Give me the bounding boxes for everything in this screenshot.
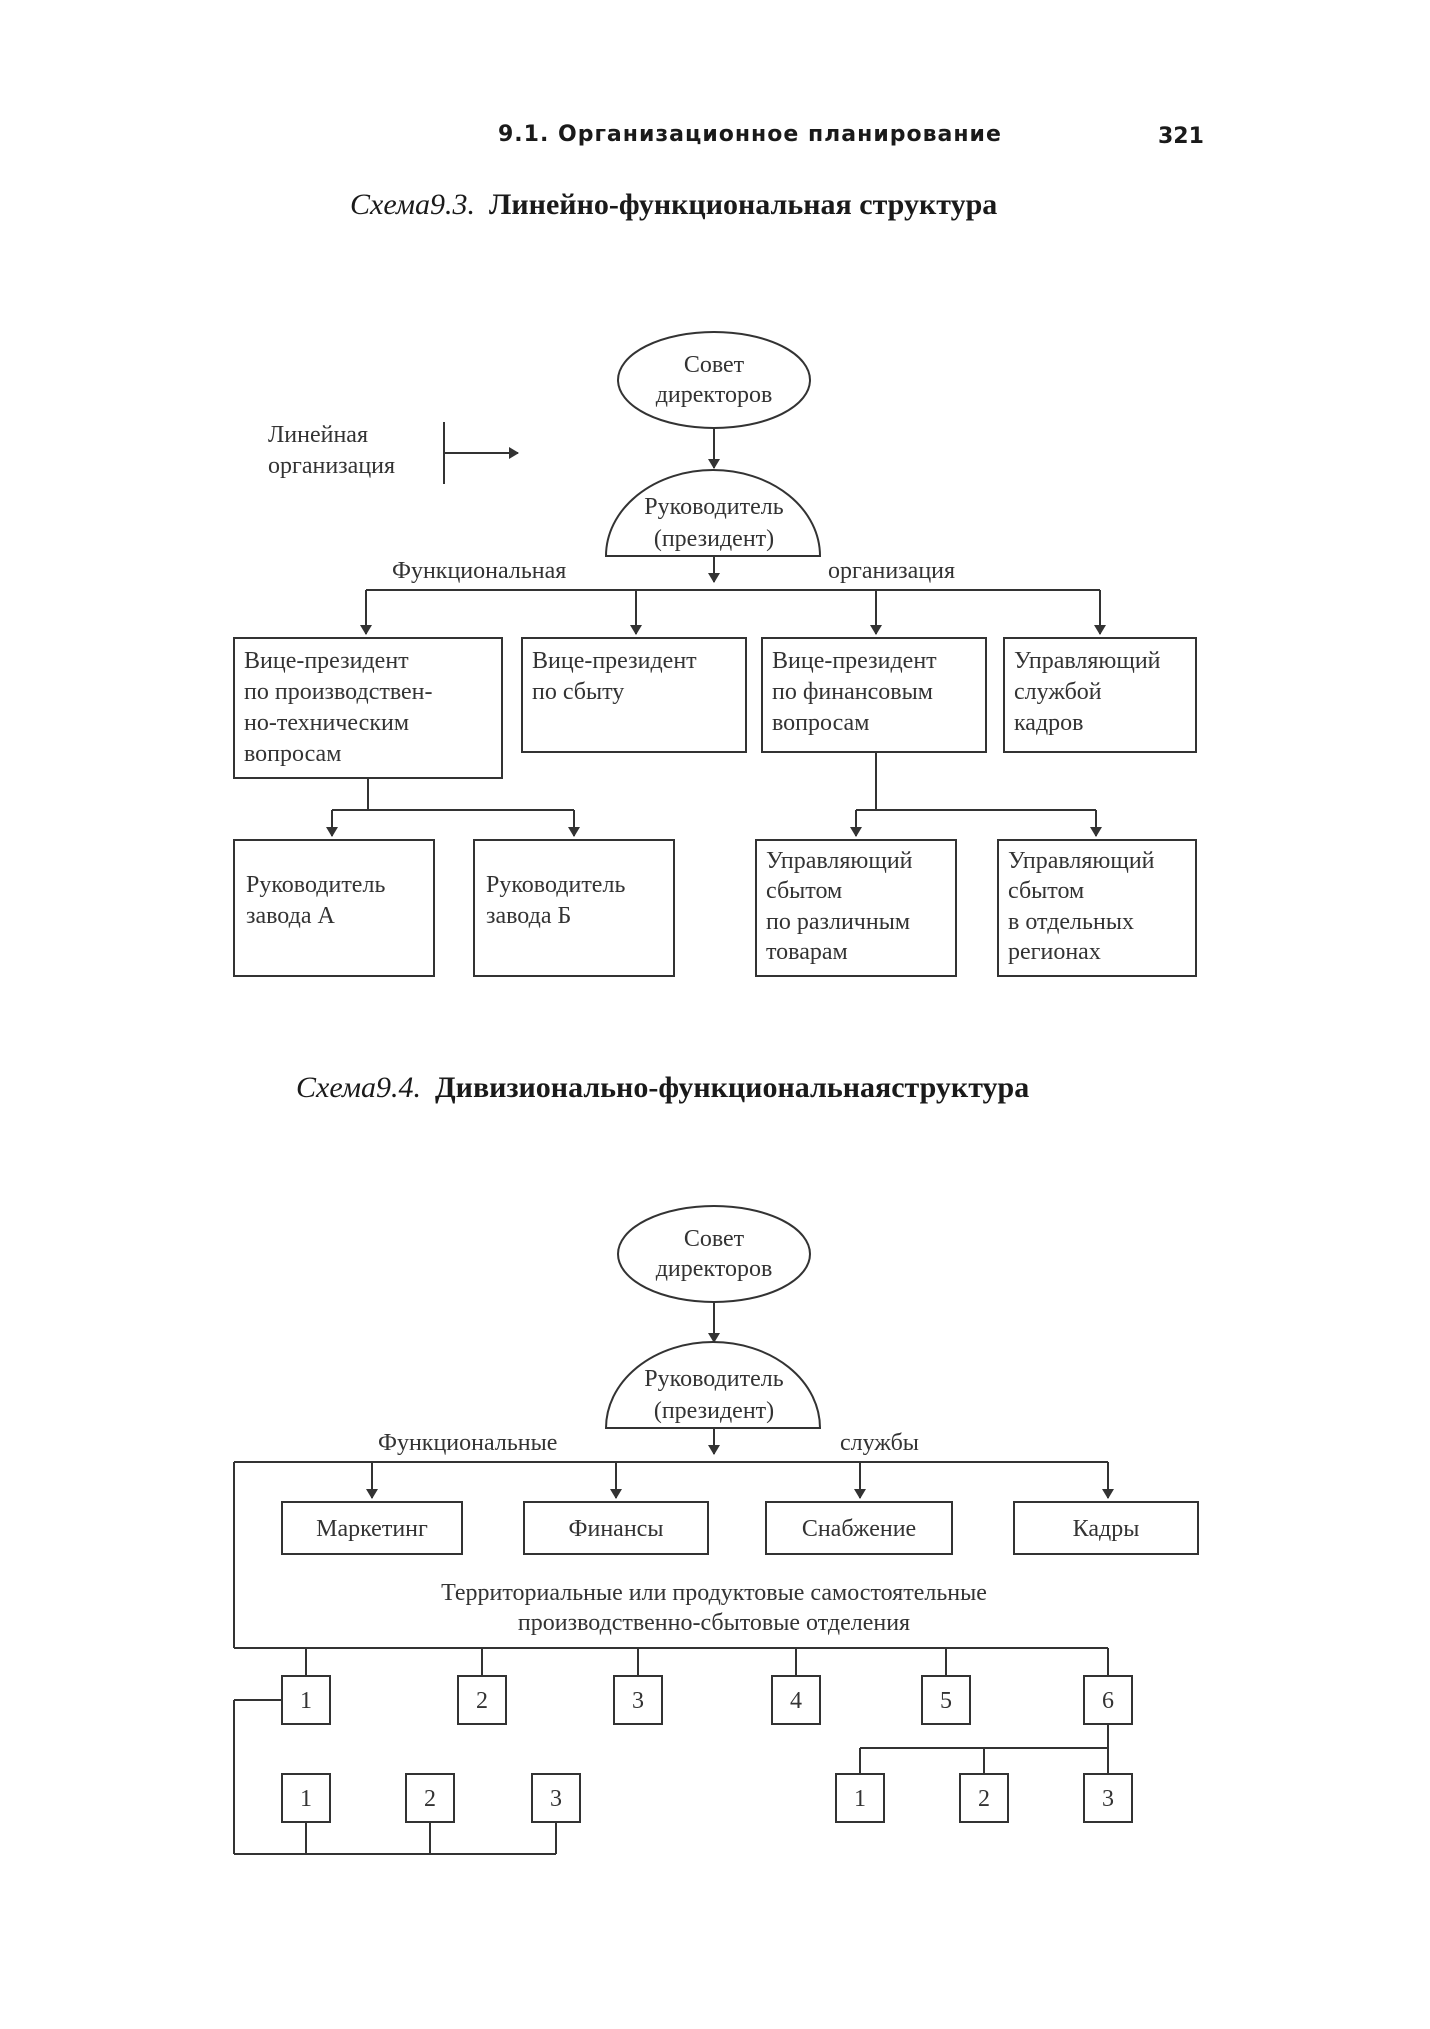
vp-finance-box xyxy=(761,637,987,753)
vp-production-line-3: но-техническим xyxy=(244,710,409,736)
board-of-directors-node-2 xyxy=(617,1205,811,1303)
vp-sales-line-1: Вице-президент xyxy=(532,648,697,674)
sales-regions-line-2: сбытом xyxy=(1008,878,1084,904)
scheme-9-4-caption: Схема9.4. Дивизионально-функциональнаястр… xyxy=(296,1071,1029,1105)
division-4-label: 4 xyxy=(790,1688,802,1714)
supply-label: Снабжение xyxy=(802,1516,916,1542)
vp-finance-line-2: по финансовым xyxy=(772,679,933,705)
right-sub-1-label: 1 xyxy=(854,1786,866,1812)
marketing-box xyxy=(281,1501,463,1555)
linear-org-label-line-1: Линейная xyxy=(268,422,368,448)
services-right-label: службы xyxy=(840,1430,919,1456)
left-sub-2-box xyxy=(405,1773,455,1823)
left-sub-2-label: 2 xyxy=(424,1786,436,1812)
division-3-label: 3 xyxy=(632,1688,644,1714)
vp-sales-line-2: по сбыту xyxy=(532,679,624,705)
left-sub-3-label: 3 xyxy=(550,1786,562,1812)
division-6-label: 6 xyxy=(1102,1688,1114,1714)
sales-products-line-2: сбытом xyxy=(766,878,842,904)
right-sub-2-box xyxy=(959,1773,1009,1823)
hr-manager-box xyxy=(1003,637,1197,753)
right-sub-3-box xyxy=(1083,1773,1133,1823)
board-line-2: директоров xyxy=(656,382,773,408)
board-line-1: Совет xyxy=(684,352,745,378)
right-sub-2-label: 2 xyxy=(978,1786,990,1812)
divisions-label-line-2: производственно-сбытовые отделения xyxy=(518,1610,910,1636)
finance-label: Финансы xyxy=(569,1516,664,1542)
functional-org-right: организация xyxy=(828,558,955,584)
supply-box xyxy=(765,1501,953,1555)
sales-products-line-3: по различным xyxy=(766,909,910,935)
hr2-box xyxy=(1013,1501,1199,1555)
sales-products-line-4: товарам xyxy=(766,939,848,965)
vp-finance-line-3: вопросам xyxy=(772,710,869,736)
linear-functional-diagram: Совет директоров Линейная организация Ру… xyxy=(233,331,1197,977)
division-3-box xyxy=(613,1675,663,1725)
division-5-label: 5 xyxy=(940,1688,952,1714)
left-sub-1-box xyxy=(281,1773,331,1823)
page-number: 321 xyxy=(1158,124,1204,149)
vp-production-line-2: по производствен- xyxy=(244,679,433,705)
plant-a-box xyxy=(233,839,435,977)
left-sub-1-label: 1 xyxy=(300,1786,312,1812)
division-2-label: 2 xyxy=(476,1688,488,1714)
division-6-box xyxy=(1083,1675,1133,1725)
division-4-box xyxy=(771,1675,821,1725)
hr-manager-line-3: кадров xyxy=(1014,710,1084,736)
hr-manager-line-1: Управляющий xyxy=(1014,648,1161,674)
plant-a-line-2: завода А xyxy=(246,903,335,929)
plant-a-line-1: Руководитель xyxy=(246,872,385,898)
left-sub-3-box xyxy=(531,1773,581,1823)
scheme-9-3-number: Схема9.3. xyxy=(350,188,476,221)
sales-products-box xyxy=(755,839,957,977)
hr-manager-line-2: службой xyxy=(1014,679,1102,705)
scheme-9-4-number: Схема9.4. xyxy=(296,1071,422,1104)
vp-production-line-1: Вице-президент xyxy=(244,648,409,674)
sales-regions-line-1: Управляющий xyxy=(1008,848,1155,874)
division-1-label: 1 xyxy=(300,1688,312,1714)
president-node xyxy=(604,469,822,557)
sales-regions-box xyxy=(997,839,1197,977)
finance-box xyxy=(523,1501,709,1555)
right-sub-3-label: 3 xyxy=(1102,1786,1114,1812)
president-node-2 xyxy=(604,1341,822,1429)
plant-b-box xyxy=(473,839,675,977)
vp-sales-box xyxy=(521,637,747,753)
scheme-9-3-caption: Схема9.3. Линейно-функциональная структур… xyxy=(350,188,997,222)
division-5-box xyxy=(921,1675,971,1725)
president-line-2: (президент) xyxy=(654,526,774,552)
board2-line-1: Совет xyxy=(684,1226,745,1252)
plant-b-line-1: Руководитель xyxy=(486,872,625,898)
sales-products-line-1: Управляющий xyxy=(766,848,913,874)
divisions-label-line-1: Территориальные или продуктовые самостоя… xyxy=(441,1580,987,1606)
sales-regions-line-4: регионах xyxy=(1008,939,1101,965)
running-title: 9.1. Организационное планирование xyxy=(498,122,1002,147)
sales-regions-line-3: в отдельных xyxy=(1008,909,1134,935)
marketing-label: Маркетинг xyxy=(316,1516,428,1542)
president2-line-1: Руководитель xyxy=(644,1366,783,1392)
services-left-label: Функциональные xyxy=(378,1430,557,1456)
board2-line-2: директоров xyxy=(656,1256,773,1282)
president2-line-2: (президент) xyxy=(654,1398,774,1424)
scheme-9-3-title: Линейно-функциональная структура xyxy=(489,188,998,221)
functional-org-left: Функциональная xyxy=(392,558,566,584)
vp-finance-line-1: Вице-президент xyxy=(772,648,937,674)
plant-b-line-2: завода Б xyxy=(486,903,571,929)
vp-production-line-4: вопросам xyxy=(244,741,341,767)
scheme-9-4-title: Дивизионально-функциональнаяструктура xyxy=(435,1071,1030,1104)
hr2-label: Кадры xyxy=(1073,1516,1140,1542)
president-line-1: Руководитель xyxy=(644,494,783,520)
linear-org-label-line-2: организация xyxy=(268,453,395,479)
division-2-box xyxy=(457,1675,507,1725)
division-1-box xyxy=(281,1675,331,1725)
right-sub-1-box xyxy=(835,1773,885,1823)
vp-production-box xyxy=(233,637,503,779)
